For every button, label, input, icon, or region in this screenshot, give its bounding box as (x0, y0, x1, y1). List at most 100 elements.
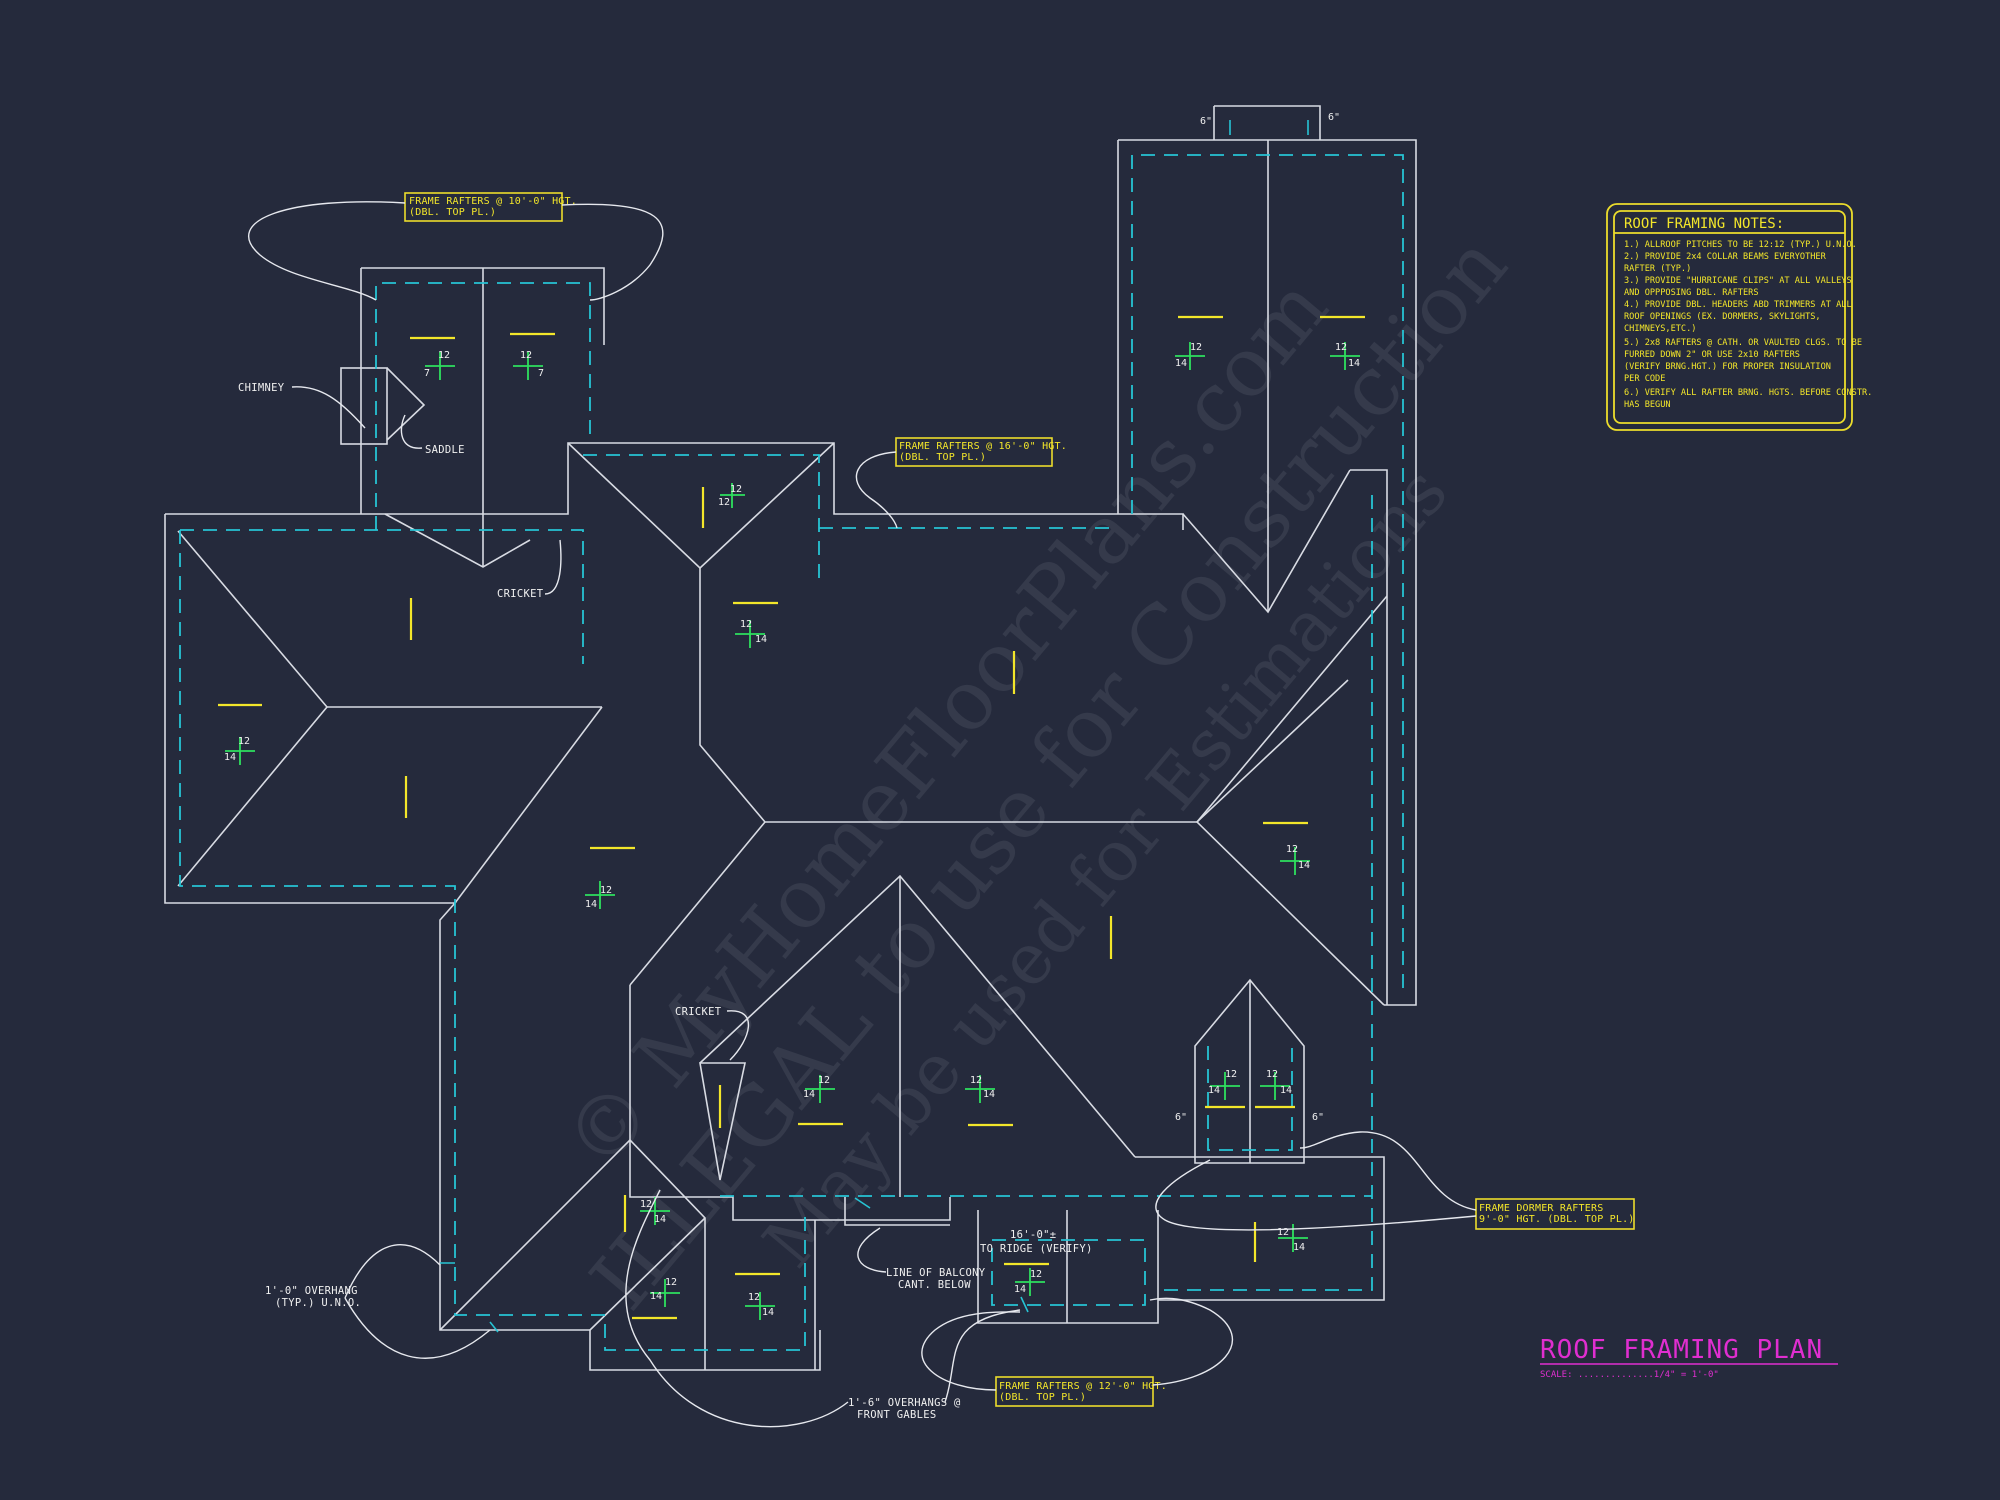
saddle-label: SADDLE (425, 444, 465, 456)
note-line: HAS BEGUN (1624, 400, 1671, 410)
svg-text:14: 14 (224, 752, 236, 763)
svg-text:14: 14 (762, 1307, 774, 1318)
note-line: PER CODE (1624, 374, 1665, 384)
svg-text:12: 12 (1335, 342, 1347, 353)
cricket-leader-lower (726, 1010, 750, 1061)
dimension-markers: 6" 6" 6" 6" (440, 112, 1340, 1333)
left-valley (454, 706, 603, 904)
right-wing-bump (1213, 105, 1321, 140)
callout-frame-12-line2: (DBL. TOP PL.) (999, 1392, 1086, 1403)
wall-center-gable (583, 454, 820, 586)
top-bump-dim-ticks (1229, 120, 1309, 135)
note-line: AND OPPPOSING DBL. RAFTERS (1624, 288, 1759, 298)
svg-text:12: 12 (520, 350, 532, 361)
note-line: RAFTER (TYP.) (1624, 264, 1691, 274)
notes-inner-border (1613, 210, 1846, 424)
svg-text:12: 12 (970, 1075, 982, 1086)
front-gables-leaders (625, 1189, 1021, 1428)
callout-frame-16-line2: (DBL. TOP PL.) (899, 452, 986, 463)
svg-text:14: 14 (650, 1291, 662, 1302)
note-line: 1.) ALLROOF PITCHES TO BE 12:12 (TYP.) U… (1624, 240, 1857, 250)
note-line: CHIMNEYS,ETC.) (1624, 324, 1696, 334)
rafter-direction-arrows (218, 315, 1365, 1320)
svg-text:7: 7 (424, 368, 430, 379)
overhang-label-2: (TYP.) U.N.O. (275, 1297, 361, 1309)
svg-text:12: 12 (238, 736, 250, 747)
note-line: 4.) PROVIDE DBL. HEADERS ABD TRIMMERS AT… (1624, 300, 1852, 310)
svg-text:14: 14 (1175, 358, 1187, 369)
saddle-leader (400, 414, 423, 449)
note-line: 6.) VERIFY ALL RAFTER BRNG. HGTS. BEFORE… (1624, 388, 1872, 398)
upper-left-gable-valley (384, 513, 531, 568)
svg-text:12: 12 (718, 497, 730, 508)
chimney-leader (291, 386, 366, 429)
roof-lines (164, 105, 1417, 1371)
svg-text:14: 14 (803, 1089, 815, 1100)
svg-text:12: 12 (1030, 1269, 1042, 1280)
note-line: FURRED DOWN 2" OR USE 2x10 RAFTERS (1624, 350, 1800, 360)
callout-frame-12-box (995, 1376, 1154, 1407)
svg-text:14: 14 (1348, 358, 1360, 369)
dim-6in-left: 6" (1200, 116, 1212, 127)
cricket-leader-upper (544, 539, 562, 595)
overhang-label: 1'-0" OVERHANG (265, 1285, 358, 1297)
callout-frame-12-leaders (921, 1297, 1233, 1391)
svg-text:14: 14 (755, 634, 767, 645)
overhang-dim-ticks (440, 1197, 1029, 1333)
pitch-symbol: 12 7 (424, 350, 455, 380)
wall-right-wing (819, 154, 1404, 995)
cricket-label-lower: CRICKET (675, 1006, 722, 1018)
right-hip-lines (1195, 595, 1388, 1006)
svg-text:14: 14 (1298, 860, 1310, 871)
svg-text:14: 14 (1208, 1085, 1220, 1096)
annotations: CHIMNEY SADDLE CRICKET CRICKET 1'-0" OVE… (238, 192, 1635, 1428)
svg-text:14: 14 (1293, 1242, 1305, 1253)
svg-text:12: 12 (818, 1075, 830, 1086)
front-gables-label-1: 1'-6" OVERHANGS @ (848, 1397, 961, 1409)
svg-text:7: 7 (538, 368, 544, 379)
main-roof-upper-edge (165, 442, 1184, 530)
callout-frame-10-line2: (DBL. TOP PL.) (409, 207, 496, 218)
right-lower-outline (1135, 1156, 1385, 1301)
callout-dormer-leaders (1155, 1131, 1477, 1231)
svg-text:12: 12 (748, 1292, 760, 1303)
center-valley-left (629, 821, 766, 986)
cricket-label-upper: CRICKET (497, 588, 544, 600)
notes-outer-border (1606, 203, 1853, 431)
dim-6in-dormer-right: 6" (1312, 1112, 1324, 1123)
balcony-label-1: LINE OF BALCONY (886, 1267, 986, 1279)
callout-dormer-box (1475, 1198, 1635, 1230)
wall-dormer (1207, 1046, 1293, 1151)
note-line: 5.) 2x8 RAFTERS @ CATH. OR VAULTED CLGS.… (1624, 338, 1862, 348)
lower-left-gable-valley (589, 1217, 706, 1331)
callout-frame-10-line1: FRAME RAFTERS @ 10'-0" HGT. (409, 196, 577, 207)
right-wing-outline (1118, 139, 1417, 1006)
wall-lines (179, 154, 1404, 1351)
dormer-outline (1194, 978, 1305, 1164)
svg-text:12: 12 (1286, 844, 1298, 855)
wall-main-left (179, 529, 806, 1351)
overhang-leaders (344, 1244, 491, 1359)
dim-6in-dormer-left: 6" (1175, 1112, 1187, 1123)
balcony-outline (844, 1197, 950, 1226)
left-hip-lines (177, 530, 329, 887)
front-porch-outline (977, 1210, 1159, 1324)
drawing-title: ROOF FRAMING PLAN (1540, 1335, 1823, 1365)
svg-text:12: 12 (438, 350, 450, 361)
callout-dormer-line2: 9'-0" HGT. (DBL. TOP PL.) (1479, 1214, 1635, 1225)
ridge-height-label: 16'-0"± (1010, 1229, 1056, 1241)
note-line: 2.) PROVIDE 2x4 COLLAR BEAMS EVERYOTHER (1624, 252, 1827, 262)
center-gable-hip (567, 442, 835, 570)
svg-text:14: 14 (983, 1089, 995, 1100)
